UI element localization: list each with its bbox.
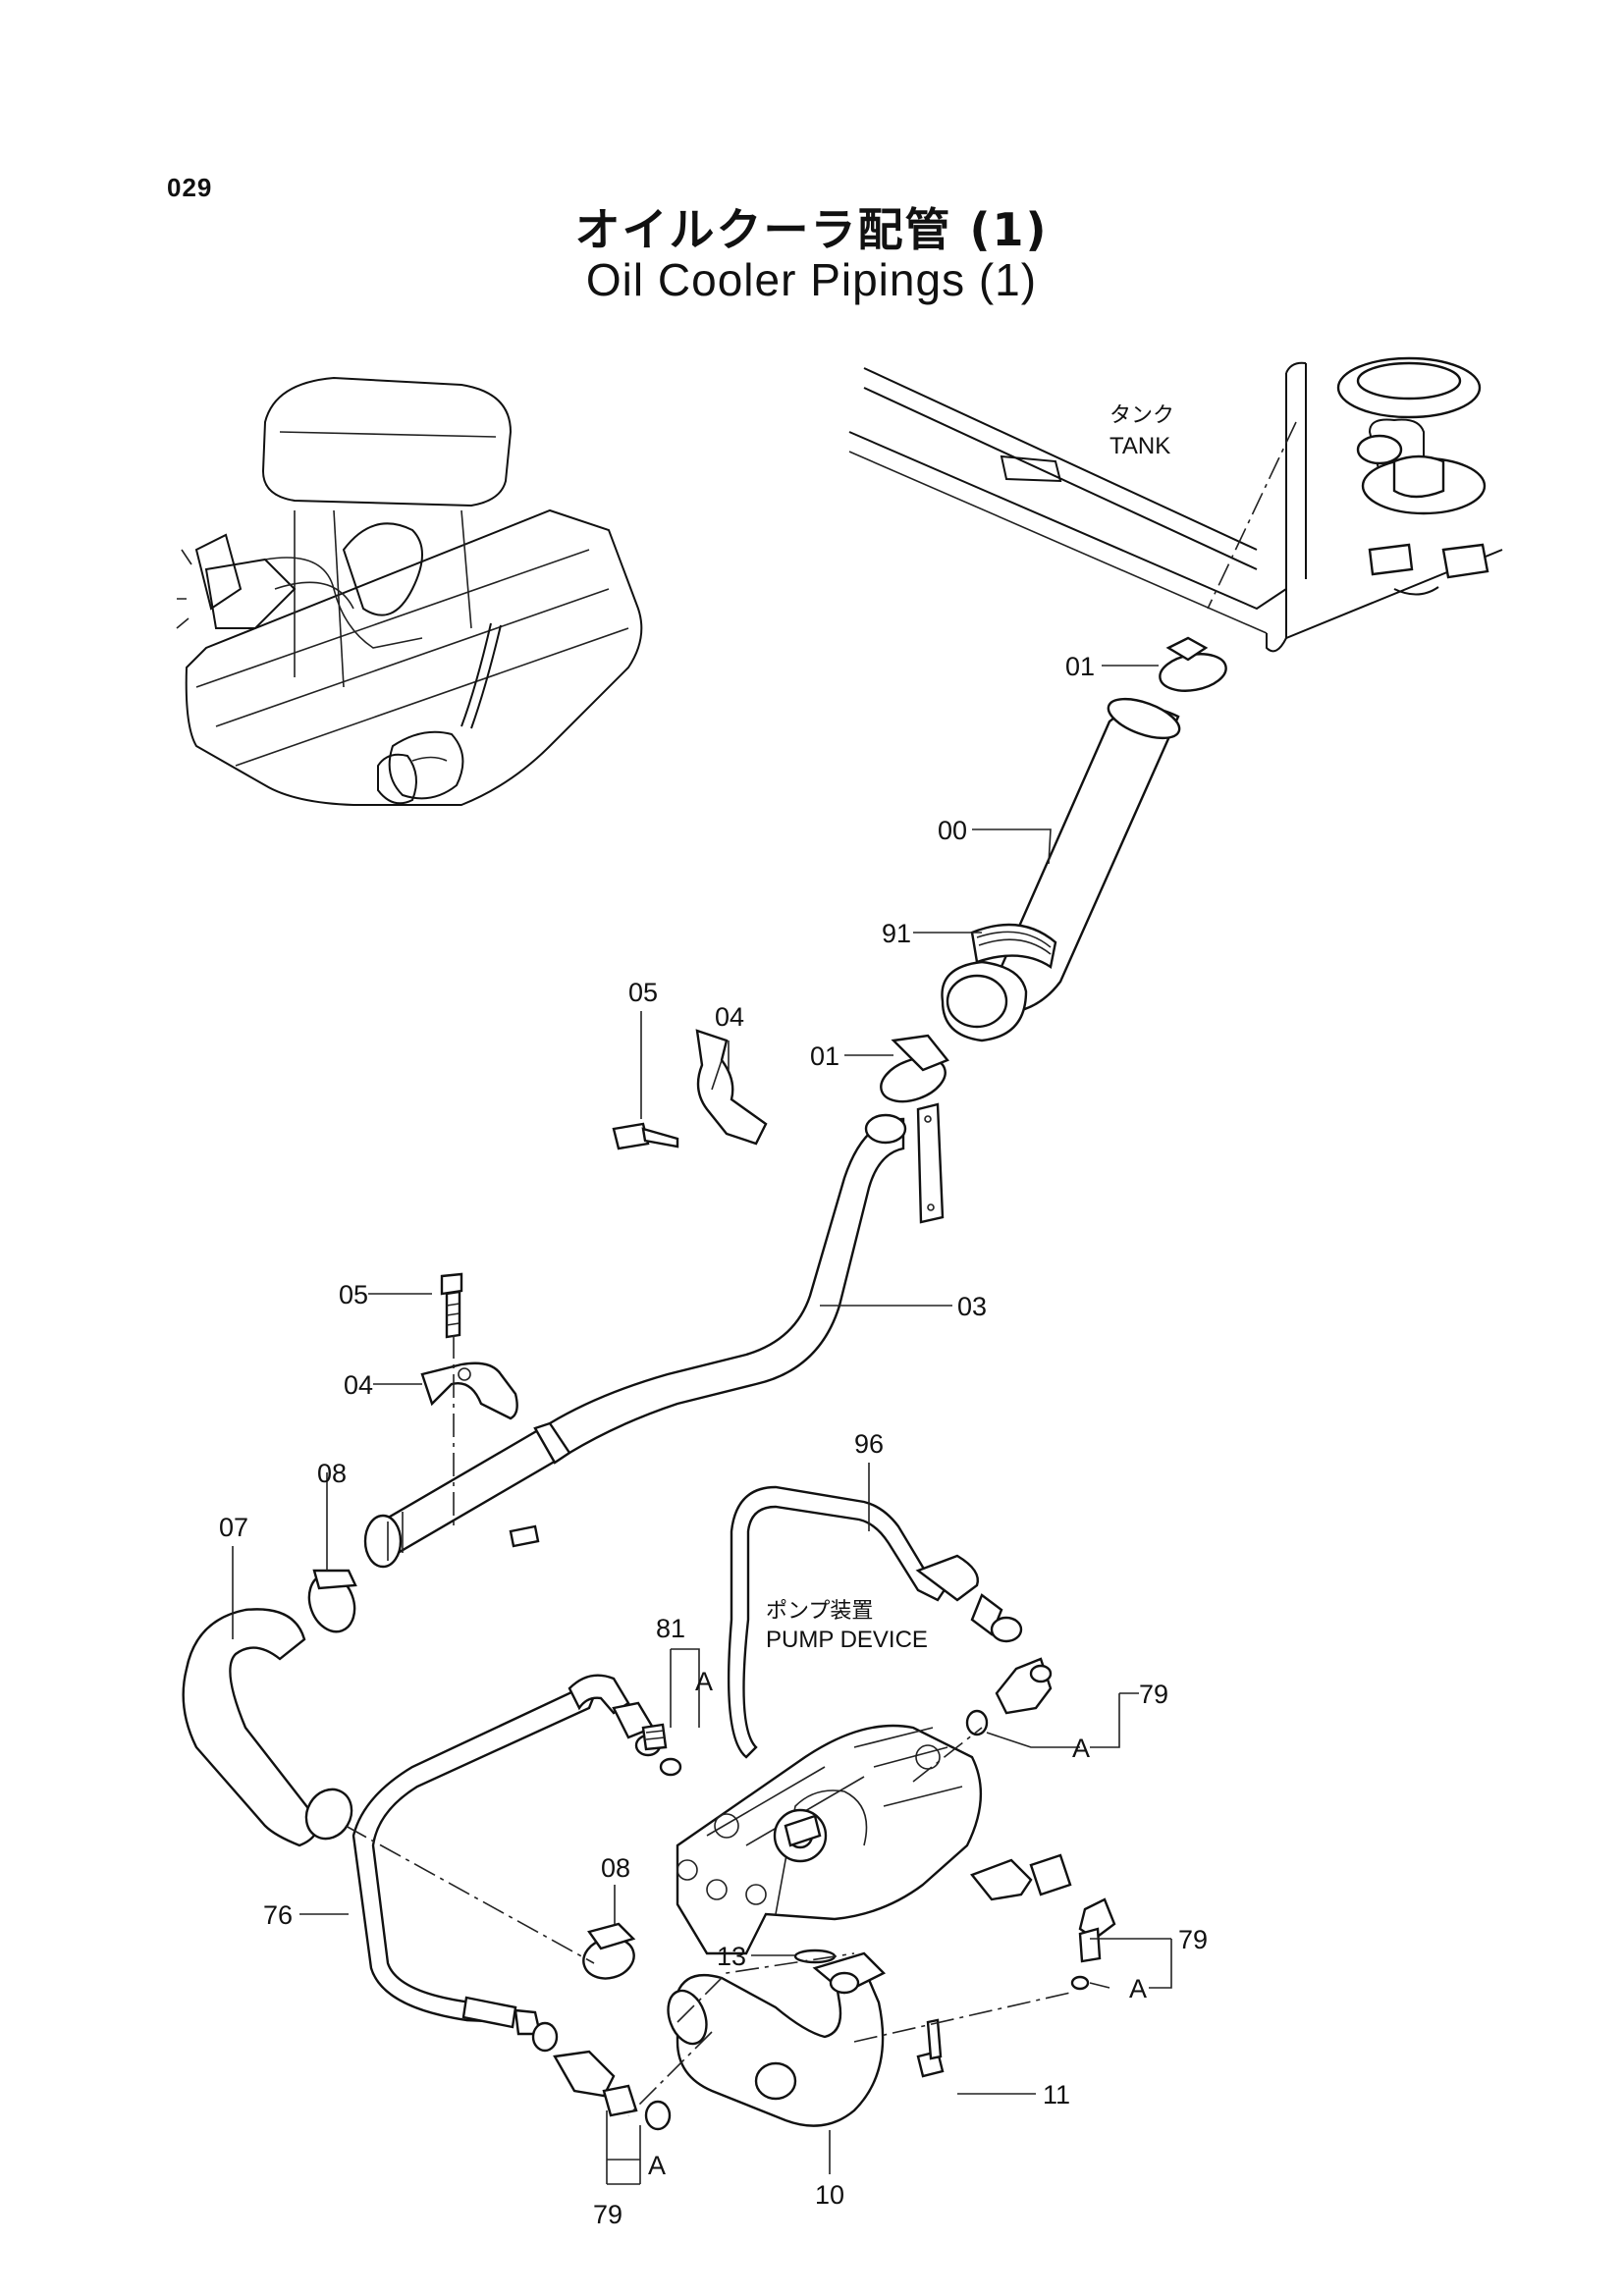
hose-76: [352, 1674, 662, 2053]
upper-hose-assembly: [941, 636, 1227, 1042]
page-title-english: Oil Cooler Pipings (1): [585, 254, 1038, 305]
part-label-79-bottom: 79: [593, 2200, 622, 2229]
part-label-01-upper: 01: [1065, 652, 1095, 681]
part-label-01-middle: 01: [810, 1041, 839, 1071]
elbow-pipe-10: [667, 1951, 945, 2127]
middle-clamp: [880, 1034, 949, 1103]
fitting-79-lower-right: [970, 1853, 1116, 1991]
tank-label-en: TANK: [1109, 433, 1170, 459]
part-label-A-79-right: A: [1072, 1734, 1090, 1763]
part-label-A-79-right-lower: A: [1129, 1974, 1147, 2003]
main-pipe: [363, 1113, 907, 1569]
part-label-91: 91: [882, 919, 911, 948]
part-label-A-81: A: [695, 1667, 713, 1696]
page-number: 029: [167, 173, 213, 202]
upper-clamp-08: [307, 1569, 357, 1633]
pump-device: [676, 1724, 982, 1955]
part-label-10: 10: [815, 2180, 844, 2210]
fitting-79-upper: [965, 1657, 1053, 1736]
part-label-76: 76: [263, 1900, 293, 1930]
bracket-and-bolt-upper: [612, 1029, 768, 1150]
lower-clamp-08: [582, 1922, 636, 1980]
elbow-hose-07: [182, 1608, 353, 1847]
fitting-81: [641, 1723, 682, 1777]
gasket-13: [793, 1949, 837, 1964]
part-label-00: 00: [938, 816, 967, 845]
pump-label-en: PUMP DEVICE: [766, 1627, 928, 1653]
assembly-centerlines: [345, 1727, 1071, 2116]
part-label-79-right: 79: [1139, 1680, 1168, 1709]
part-label-A-bottom: A: [648, 2151, 666, 2180]
part-label-03: 03: [957, 1292, 987, 1321]
hose-96: [727, 1485, 1023, 1759]
part-label-08-upper: 08: [317, 1459, 347, 1488]
area-labels: タンク TANK ポンプ装置 PUMP DEVICE: [766, 403, 1174, 1653]
part-label-08-lower: 08: [601, 1853, 630, 1883]
fitting-79-bottom: [553, 2050, 672, 2131]
part-label-05-middle: 05: [339, 1280, 368, 1309]
bracket-and-bolt-lower: [420, 1272, 518, 1531]
part-label-04-middle: 04: [344, 1370, 373, 1400]
part-label-13: 13: [717, 1942, 746, 1971]
part-label-81: 81: [656, 1614, 685, 1643]
part-label-79-right-lower: 79: [1178, 1925, 1208, 1954]
part-label-96: 96: [854, 1429, 884, 1459]
part-label-11: 11: [1043, 2080, 1070, 2109]
leader-lines: [232, 665, 1172, 2185]
part-label-05-upper: 05: [628, 978, 658, 1007]
tag-plate: [916, 1102, 945, 1224]
pump-label-jp: ポンプ装置: [766, 1599, 873, 1624]
part-label-07: 07: [219, 1513, 248, 1542]
machine-overview-illustration: [176, 376, 643, 806]
tank-illustration: [848, 356, 1503, 653]
tank-label-jp: タンク: [1109, 403, 1174, 428]
page-title-japanese: オイルクーラ配管 (1): [574, 203, 1049, 256]
part-label-04-upper: 04: [715, 1002, 744, 1032]
part-number-labels: 01 00 91 01 05 04 05 04 03 96 08 07 81 A…: [219, 652, 1208, 2229]
